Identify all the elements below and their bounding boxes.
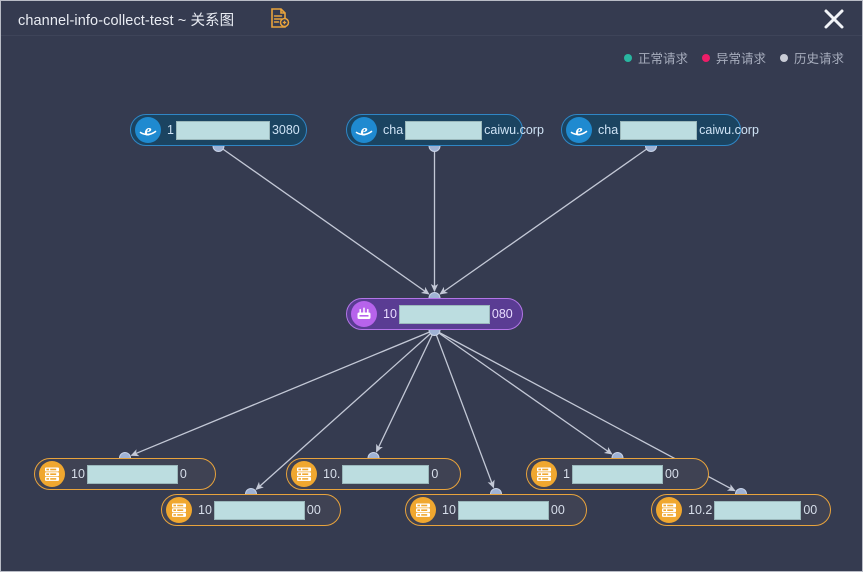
- database-stack-icon: [531, 461, 557, 487]
- legend-label-abnormal-request: 异常请求: [715, 52, 766, 66]
- redacted-value: [457, 500, 549, 520]
- node-label-prefix: 10.2: [688, 502, 713, 517]
- node-label-suffix: 0: [179, 466, 187, 481]
- graph-node-db-1[interactable]: 10 0: [34, 458, 216, 490]
- redacted-value: [571, 464, 663, 484]
- close-icon[interactable]: [814, 2, 854, 36]
- legend-item-abnormal-request[interactable]: 异常请求: [701, 48, 766, 67]
- graph-edge-center-to-db-1[interactable]: [130, 329, 435, 457]
- svg-text:e: e: [144, 123, 151, 140]
- graph-node-center[interactable]: 10 080: [346, 298, 523, 330]
- graph-edge-center-to-db-2[interactable]: [375, 329, 436, 453]
- redacted-value: [342, 464, 430, 484]
- graph-node-db-2[interactable]: 10.0: [286, 458, 461, 490]
- node-label-suffix: 080: [491, 306, 513, 321]
- database-stack-icon: [291, 461, 317, 487]
- node-label-suffix: 00: [803, 502, 818, 517]
- node-label-prefix: 10.: [323, 466, 341, 481]
- node-label-suffix: caiwu.corp: [699, 122, 759, 137]
- node-label-prefix: 10: [71, 466, 85, 481]
- graph-edge-center-to-db-3[interactable]: [434, 329, 613, 455]
- node-label-suffix: 00: [664, 466, 679, 481]
- node-label-prefix: 1: [167, 122, 174, 137]
- redacted-value: [714, 500, 802, 520]
- graph-node-label: 10 0: [70, 464, 188, 484]
- legend-dot-history-request: [779, 53, 788, 62]
- graph-edge-center-to-db-5[interactable]: [433, 329, 495, 489]
- graph-edge-ie-1-to-center[interactable]: [218, 145, 430, 295]
- graph-node-ie-2[interactable]: e cha caiwu.corp: [346, 114, 544, 146]
- internet-explorer-icon: e: [351, 117, 377, 143]
- graph-edge-ie-3-to-center[interactable]: [439, 145, 652, 295]
- legend-label-history-request: 历史请求: [793, 52, 844, 66]
- graph-node-label: 10.2 00: [687, 500, 818, 520]
- redacted-value: [213, 500, 305, 520]
- graph-node-label: 10 080: [382, 304, 514, 324]
- export-document-icon[interactable]: [268, 7, 290, 29]
- redacted-value: [86, 464, 178, 484]
- legend-dot-abnormal-request: [701, 53, 710, 62]
- legend-dot-normal-request: [623, 53, 632, 62]
- node-label-prefix: 10: [198, 502, 212, 517]
- svg-text:e: e: [575, 123, 582, 140]
- legend-label-normal-request: 正常请求: [637, 52, 688, 66]
- node-label-suffix: 00: [550, 502, 565, 517]
- node-label-suffix: 3080: [271, 122, 300, 137]
- graph-node-db-5[interactable]: 10 00: [405, 494, 587, 526]
- redacted-value: [398, 304, 490, 324]
- node-label-prefix: 10: [442, 502, 456, 517]
- graph-node-ie-3[interactable]: e cha caiwu.corp: [561, 114, 759, 146]
- graph-node-ie-1[interactable]: e 1 3080: [130, 114, 307, 146]
- window-titlebar: channel-info-collect-test ~ 关系图: [1, 1, 862, 36]
- svg-text:e: e: [360, 123, 367, 140]
- node-label-suffix: 00: [306, 502, 321, 517]
- legend-item-history-request[interactable]: 历史请求: [779, 48, 844, 67]
- graph-edge-center-to-db-4[interactable]: [255, 329, 435, 491]
- redacted-value: [405, 120, 483, 140]
- internet-explorer-icon: e: [566, 117, 592, 143]
- database-stack-icon: [656, 497, 682, 523]
- graph-node-label: 10 00: [441, 500, 566, 520]
- graph-node-db-6[interactable]: 10.2 00: [651, 494, 831, 526]
- graph-node-label: 1 3080: [166, 120, 301, 140]
- graph-node-db-3[interactable]: 1 00: [526, 458, 709, 490]
- router-icon: [351, 301, 377, 327]
- graph-node-label: 1 00: [562, 464, 680, 484]
- node-label-prefix: cha: [598, 122, 619, 137]
- node-label-prefix: 10: [383, 306, 397, 321]
- redacted-value: [175, 120, 270, 140]
- database-stack-icon: [410, 497, 436, 523]
- legend-item-normal-request[interactable]: 正常请求: [623, 48, 688, 67]
- node-label-suffix: 0: [431, 466, 439, 481]
- graph-node-db-4[interactable]: 10 00: [161, 494, 341, 526]
- node-label-prefix: 1: [563, 466, 570, 481]
- legend: 正常请求 异常请求 历史请求: [623, 48, 844, 67]
- internet-explorer-icon: e: [135, 117, 161, 143]
- database-stack-icon: [166, 497, 192, 523]
- node-label-prefix: cha: [383, 122, 404, 137]
- graph-node-label: 10 00: [197, 500, 322, 520]
- page-title: channel-info-collect-test ~ 关系图: [18, 13, 235, 29]
- graph-node-label: cha caiwu.corp: [382, 120, 545, 140]
- database-stack-icon: [39, 461, 65, 487]
- node-label-suffix: caiwu.corp: [484, 122, 544, 137]
- redacted-value: [620, 120, 698, 140]
- graph-node-label: cha caiwu.corp: [597, 120, 760, 140]
- graph-node-label: 10.0: [322, 464, 439, 484]
